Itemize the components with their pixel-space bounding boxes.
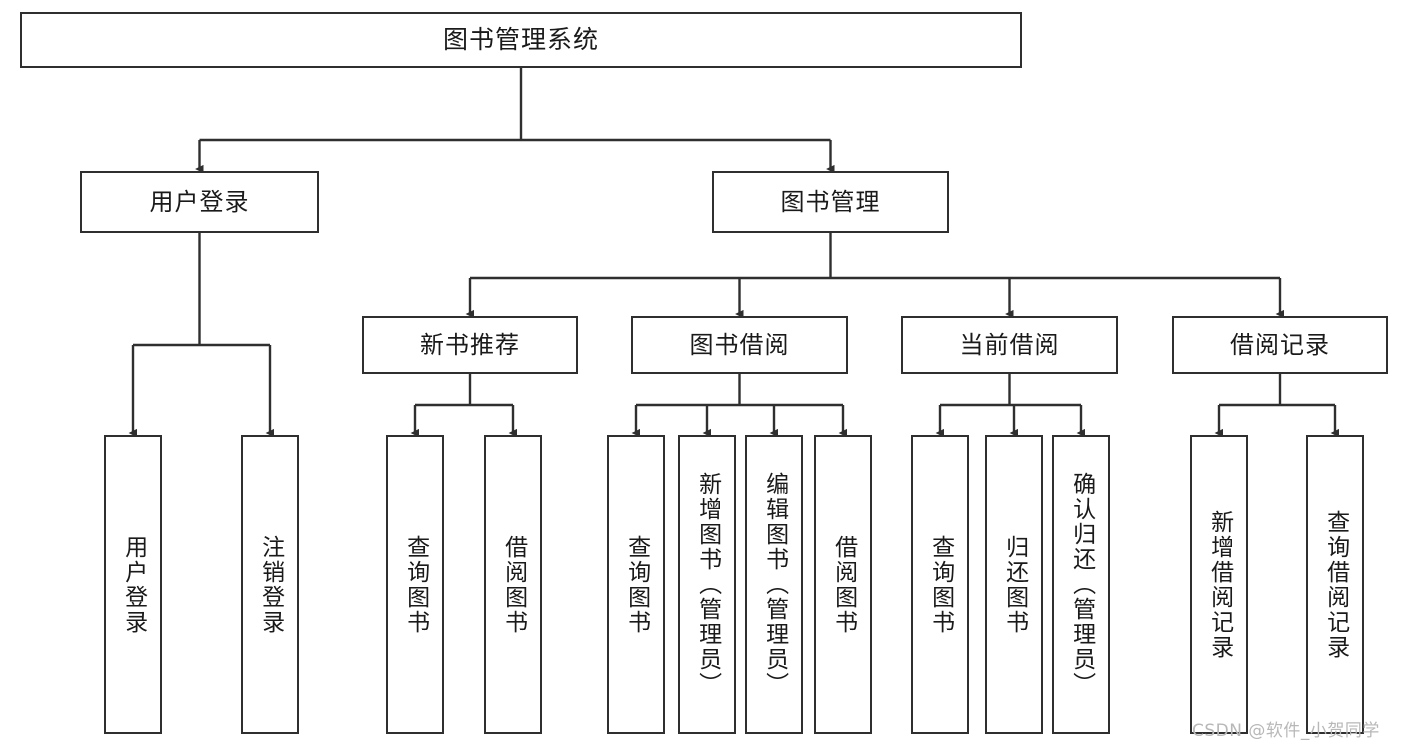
node-label: 用户登录: [120, 534, 147, 635]
node-label: 借阅图书: [500, 534, 527, 635]
node-label: 查询图书: [402, 534, 429, 635]
node-l3_2[interactable]: 当前借阅: [901, 316, 1118, 374]
node-l4_0[interactable]: 用户登录: [104, 435, 162, 734]
node-label: 注销登录: [257, 534, 284, 635]
node-l4_7[interactable]: 借阅图书: [814, 435, 872, 734]
node-l4_9[interactable]: 归还图书: [985, 435, 1043, 734]
node-label: 用户登录: [149, 187, 250, 216]
node-l4_1[interactable]: 注销登录: [241, 435, 299, 734]
node-label: 新增借阅记录: [1206, 509, 1233, 660]
node-l4_4[interactable]: 查询图书: [607, 435, 665, 734]
node-label: 图书管理系统: [442, 25, 599, 55]
node-l4_6[interactable]: 编辑图书（管理员）: [745, 435, 803, 734]
node-label: 新书推荐: [420, 330, 520, 359]
node-label: 当前借阅: [959, 330, 1060, 359]
node-label: 查询图书: [927, 534, 954, 635]
node-l4_8[interactable]: 查询图书: [911, 435, 969, 734]
node-l3_1[interactable]: 图书借阅: [631, 316, 848, 374]
node-l4_3[interactable]: 借阅图书: [484, 435, 542, 734]
node-label: 借阅图书: [830, 534, 857, 635]
node-l4_2[interactable]: 查询图书: [386, 435, 444, 734]
node-l4_12[interactable]: 查询借阅记录: [1306, 435, 1364, 734]
node-label: 归还图书: [1001, 534, 1028, 635]
node-root[interactable]: 图书管理系统: [20, 12, 1022, 68]
node-l3_3[interactable]: 借阅记录: [1172, 316, 1388, 374]
node-l3_0[interactable]: 新书推荐: [362, 316, 578, 374]
node-l2_0[interactable]: 用户登录: [80, 171, 319, 233]
node-label: 确认归还（管理员）: [1068, 472, 1095, 697]
node-label: 图书管理: [780, 187, 881, 216]
node-label: 借阅记录: [1230, 330, 1330, 359]
node-label: 查询图书: [623, 534, 650, 635]
node-l4_10[interactable]: 确认归还（管理员）: [1052, 435, 1110, 734]
node-l4_5[interactable]: 新增图书（管理员）: [678, 435, 736, 734]
node-label: 编辑图书（管理员）: [761, 472, 788, 697]
node-label: 新增图书（管理员）: [694, 472, 721, 697]
node-l4_11[interactable]: 新增借阅记录: [1190, 435, 1248, 734]
node-label: 查询借阅记录: [1322, 509, 1349, 660]
node-label: 图书借阅: [689, 330, 790, 359]
node-l2_1[interactable]: 图书管理: [712, 171, 949, 233]
watermark-label: CSDN @软件_小贺同学: [1192, 721, 1380, 741]
